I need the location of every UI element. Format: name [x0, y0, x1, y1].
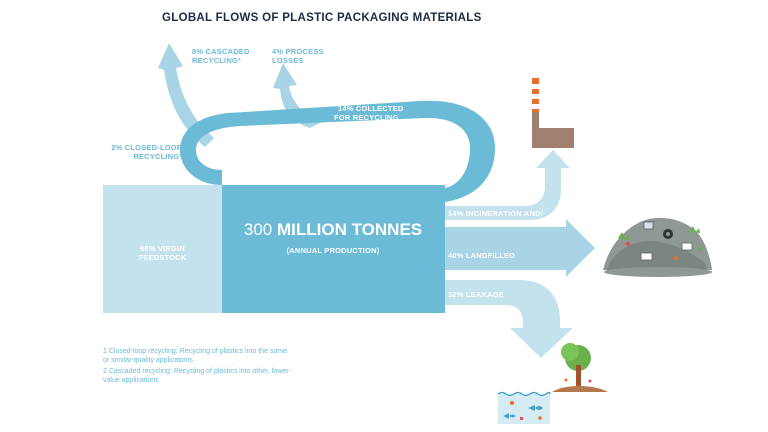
footnote-cascaded: 2 Cascaded recycling: Recycling of plast… [103, 368, 291, 384]
collected-for-recycling-label: 14% COLLECTED FOR RECYCLING [334, 104, 404, 122]
annual-production-value: 300 MILLION TONNES (ANNUAL PRODUCTION) [222, 220, 444, 255]
ocean-fish-icon [497, 391, 551, 424]
landfilled-flow [445, 219, 595, 277]
landfill-pile-icon [603, 217, 712, 277]
cascaded-recycling-label: 8% CASCADED RECYCLING² [192, 47, 250, 65]
leakage-flow [445, 280, 573, 358]
landfilled-label: 40% LANDFILLED [448, 251, 515, 260]
process-losses-label: 4% PROCESS LOSSES [272, 47, 324, 65]
closed-loop-recycling-label: 2% CLOSED-LOOP RECYCLING¹ [111, 143, 182, 161]
footnote-closed-loop: 1 Closed-loop recycling: Recycling of pl… [103, 348, 288, 364]
factory-icon [532, 78, 574, 148]
diagram-title: GLOBAL FLOWS OF PLASTIC PACKAGING MATERI… [162, 12, 482, 24]
recycling-loop-ring [180, 100, 495, 202]
process-losses-flow [273, 63, 322, 128]
tree-icon [552, 343, 608, 392]
leakage-label: 32% LEAKAGE [448, 290, 504, 299]
incineration-flow [445, 150, 570, 220]
virgin-feedstock-label: 98% VIRGIN FEEDSTOCK [138, 244, 187, 262]
production-unit: MILLION TONNES [276, 220, 423, 239]
production-subtitle: (ANNUAL PRODUCTION) [286, 245, 380, 255]
production-number: 300 [243, 220, 273, 239]
annual-production-block [222, 185, 445, 313]
cascaded-recycling-flow [158, 43, 214, 147]
incineration-label: 14% INCINERATION AND/ OR ENERGY RECOVERY [448, 209, 544, 227]
virgin-feedstock-block [103, 185, 222, 313]
